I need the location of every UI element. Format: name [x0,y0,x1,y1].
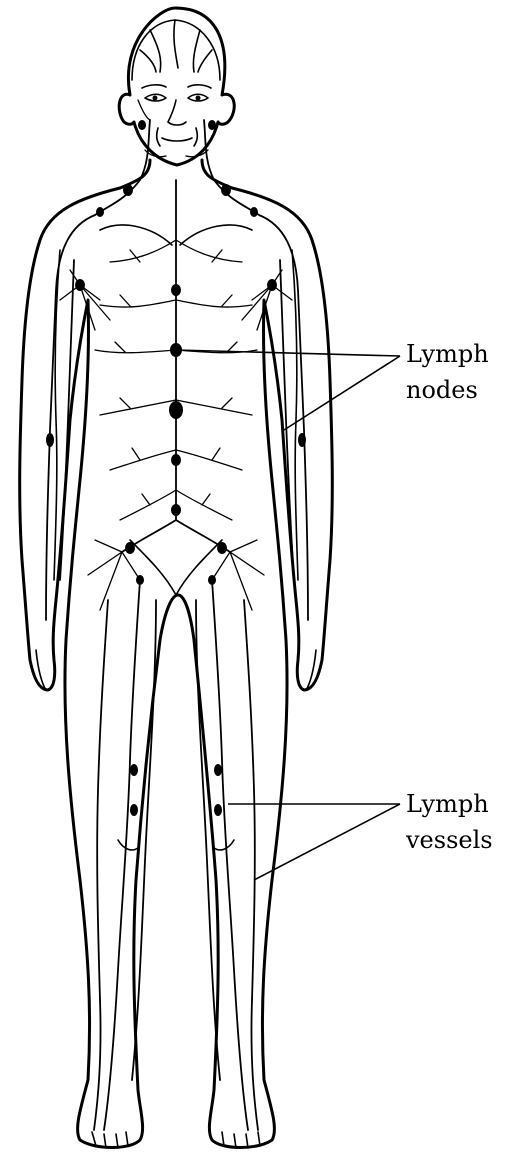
labels: Lymph nodes Lymph vessels [405,340,493,854]
nodes-leader [176,350,400,430]
mouth [162,138,192,141]
lymph-nodes-label-line1: Lymph [406,340,489,368]
lymph-vessels-label-line1: Lymph [406,790,489,818]
lymph-vessels-label-line2: vessels [405,826,493,854]
lymph-vessels [46,100,308,1130]
lymph-nodes-label-line2: nodes [406,376,478,404]
nose [168,100,186,125]
body-outline [20,8,333,1148]
